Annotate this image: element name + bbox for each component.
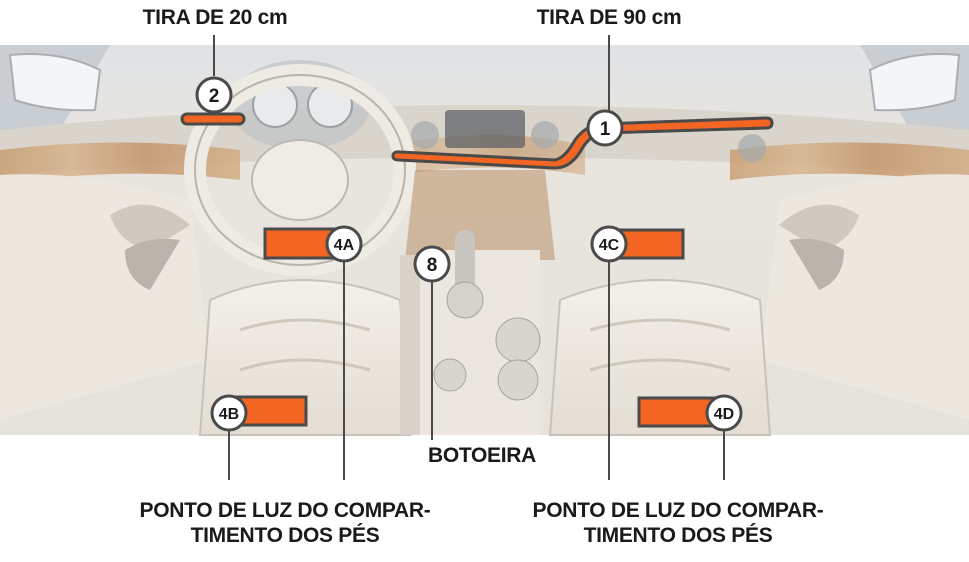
marker-8-text: 8 (427, 255, 438, 276)
label-footwell-left-line1: PONTO DE LUZ DO COMPAR- (139, 499, 431, 522)
label-tira-90cm: TIRA DE 90 cm (536, 6, 682, 29)
label-footwell-left-line2: TIMENTO DOS PÉS (190, 524, 380, 547)
marker-1: 1 (586, 109, 624, 147)
car-interior-photo (0, 45, 969, 436)
marker-4c-text: 4C (599, 237, 620, 254)
marker-4a: 4A (325, 225, 363, 263)
marker-4d-text: 4D (714, 406, 734, 423)
marker-2: 2 (195, 76, 233, 114)
label-footwell-left: PONTO DE LUZ DO COMPAR- TIMENTO DOS PÉS (120, 498, 450, 548)
marker-1-text: 1 (600, 119, 611, 140)
marker-4c: 4C (590, 225, 628, 263)
led-strip-20cm (180, 112, 246, 126)
led-strip-90cm (391, 116, 774, 170)
label-footwell-right-line1: PONTO DE LUZ DO COMPAR- (532, 499, 824, 522)
marker-4b-text: 4B (219, 406, 239, 423)
marker-4b: 4B (210, 394, 248, 432)
marker-8: 8 (413, 245, 451, 283)
label-tira-20cm: TIRA DE 20 cm (142, 6, 288, 29)
marker-4d: 4D (705, 394, 743, 432)
label-footwell-right: PONTO DE LUZ DO COMPAR- TIMENTO DOS PÉS (513, 498, 843, 548)
leader-lines (213, 35, 725, 480)
marker-4a-text: 4A (334, 237, 355, 254)
marker-2-text: 2 (209, 86, 220, 107)
label-botoeira: BOTOEIRA (427, 444, 537, 467)
label-footwell-right-line2: TIMENTO DOS PÉS (583, 524, 773, 547)
